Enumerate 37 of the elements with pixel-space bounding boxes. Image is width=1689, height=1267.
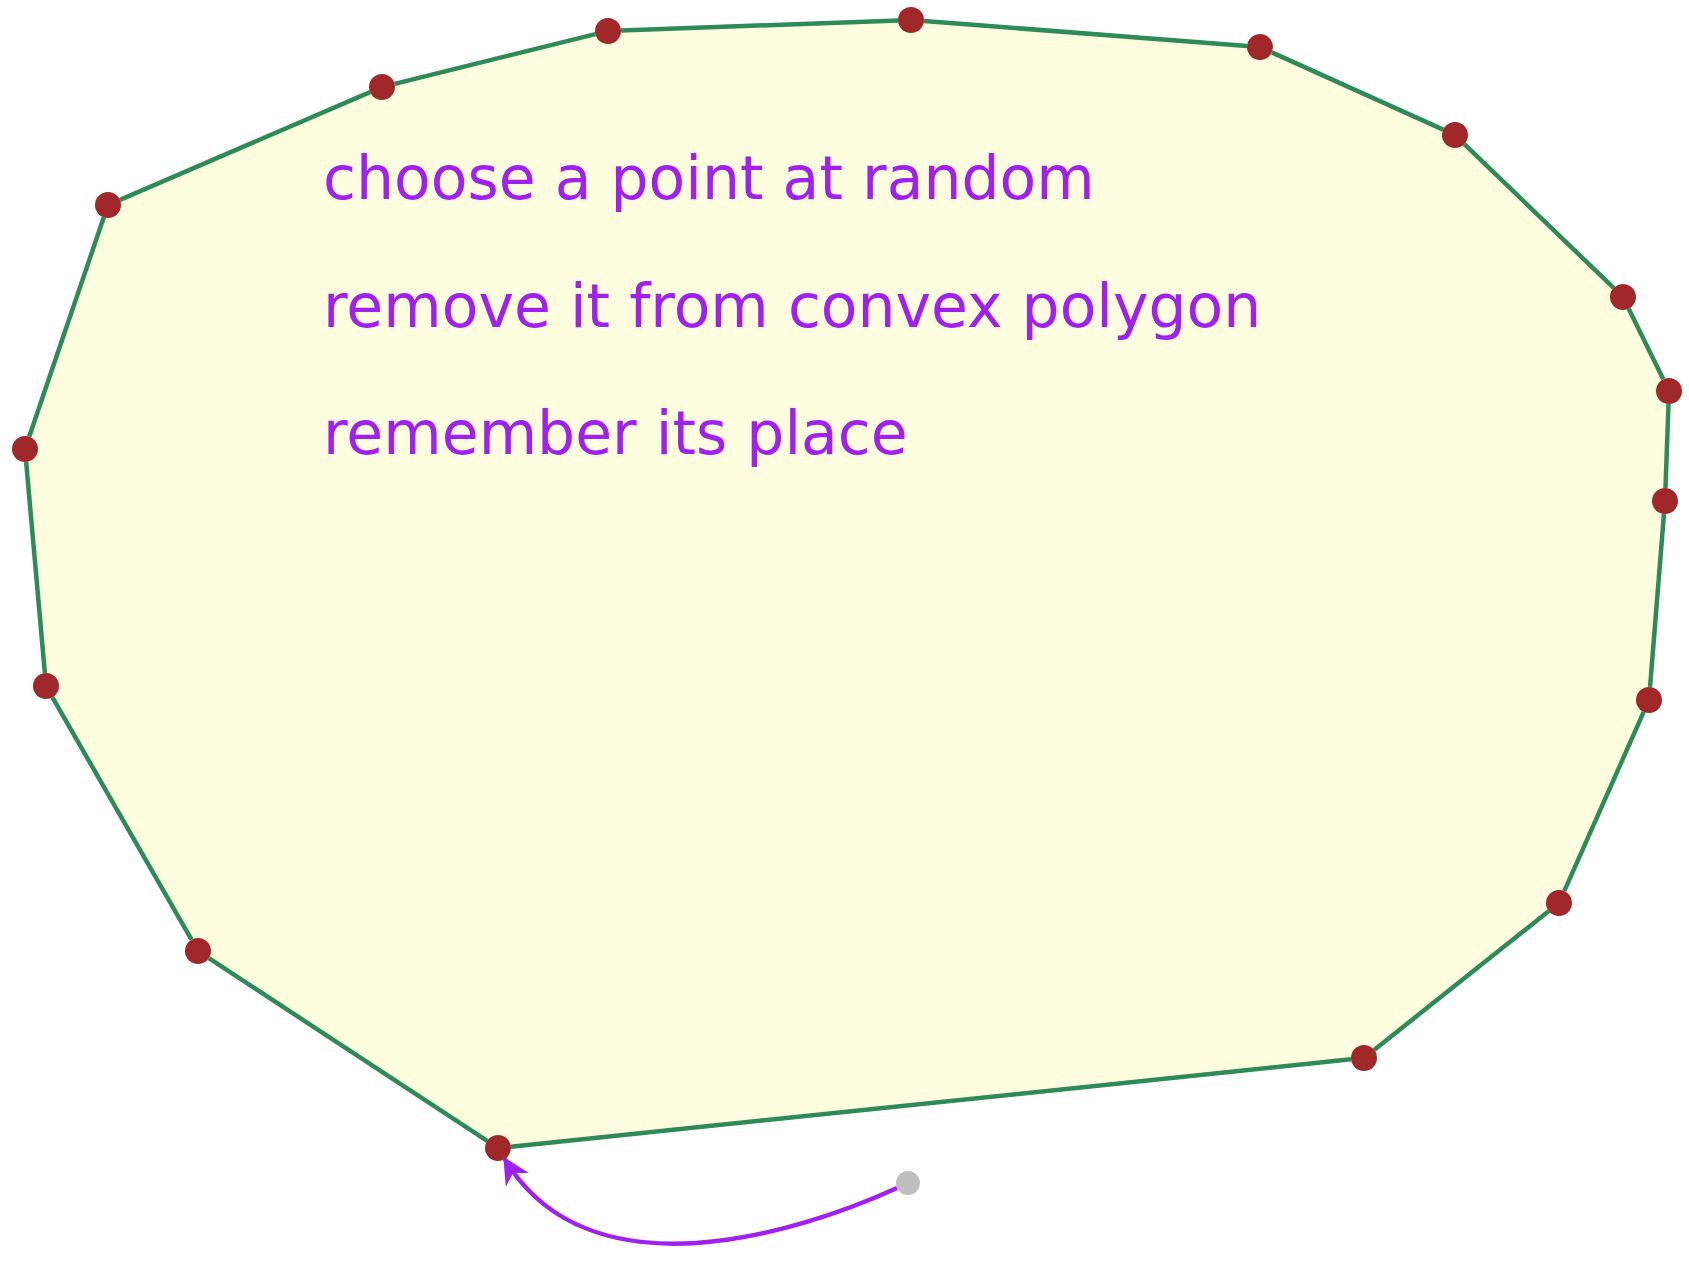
vertex-dot (185, 938, 211, 964)
instruction-text: remember its place (323, 400, 908, 466)
polygon-side (394, 31, 596, 87)
polygon-side (1462, 142, 1616, 290)
polygon-side (1663, 403, 1671, 489)
vertex-dot (898, 7, 924, 33)
vertex-dot (369, 74, 395, 100)
vertex-dot (1652, 488, 1678, 514)
vertex-dot (1247, 34, 1273, 60)
vertex-dot (1546, 890, 1572, 916)
polygon-side (50, 696, 194, 941)
polygon-side (923, 18, 1248, 49)
polygon-side (27, 216, 106, 438)
vertex-dot (485, 1135, 511, 1161)
polygon-side (510, 1057, 1352, 1149)
polygon-side (207, 956, 489, 1143)
polygon-side (23, 461, 48, 674)
curved-arrow (502, 1157, 898, 1246)
polygon-side (1562, 710, 1646, 893)
polygon-side (1626, 307, 1666, 381)
vertex-dot (595, 18, 621, 44)
instruction-text: choose a point at random (323, 145, 1095, 211)
vertex-dot (1636, 687, 1662, 713)
vertex-dot (12, 436, 38, 462)
polygon-side (1372, 909, 1551, 1052)
vertex-dot (95, 192, 121, 218)
vertex-dot (33, 673, 59, 699)
polygon-side (119, 90, 371, 202)
polygon-side (1270, 50, 1445, 132)
polygon-side (620, 18, 899, 33)
instruction-text: remove it from convex polygon (323, 273, 1262, 339)
polygon-side (1647, 513, 1667, 688)
vertex-dot (1610, 284, 1636, 310)
vertex-dot (1351, 1045, 1377, 1071)
vertex-dot (1656, 378, 1682, 404)
point-dot (896, 1171, 920, 1195)
vertex-dot (1442, 122, 1468, 148)
